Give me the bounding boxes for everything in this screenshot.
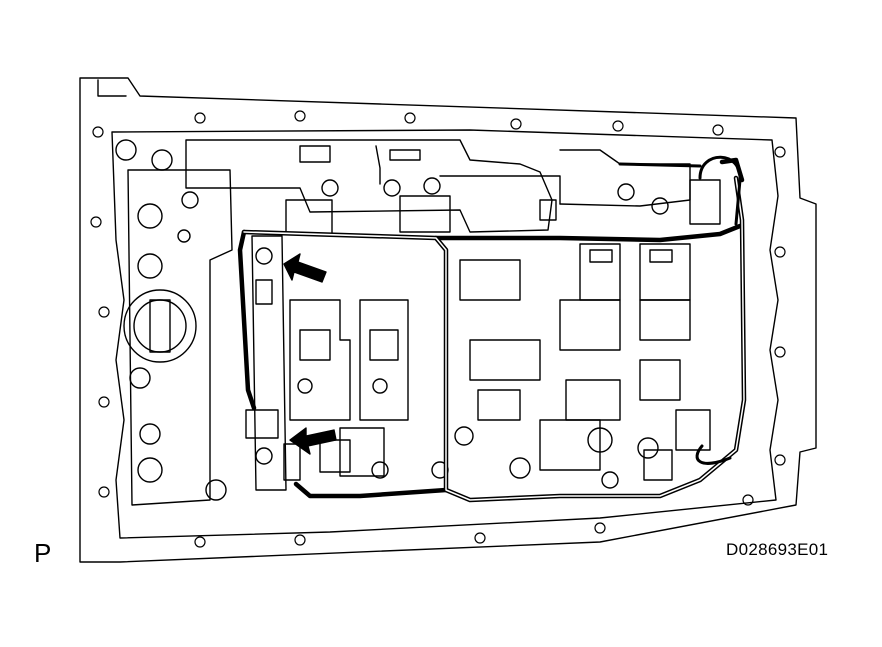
- right-solenoids: [579, 179, 721, 481]
- figure-id: D028693E01: [726, 540, 829, 559]
- transmission-case-outline: [79, 77, 817, 563]
- valve-body-flange: [111, 129, 779, 539]
- wire-harness-inner: [243, 177, 745, 501]
- lower-pointer-arrow: [289, 427, 337, 455]
- view-label: P: [34, 538, 52, 568]
- upper-pointer-arrow: [283, 253, 327, 283]
- left-housing: [115, 139, 233, 506]
- flange-bolt-holes: [90, 110, 786, 548]
- case-top-ridge: [97, 79, 127, 97]
- upper-valve-assembly: [185, 139, 691, 235]
- harness-loop: [618, 155, 742, 465]
